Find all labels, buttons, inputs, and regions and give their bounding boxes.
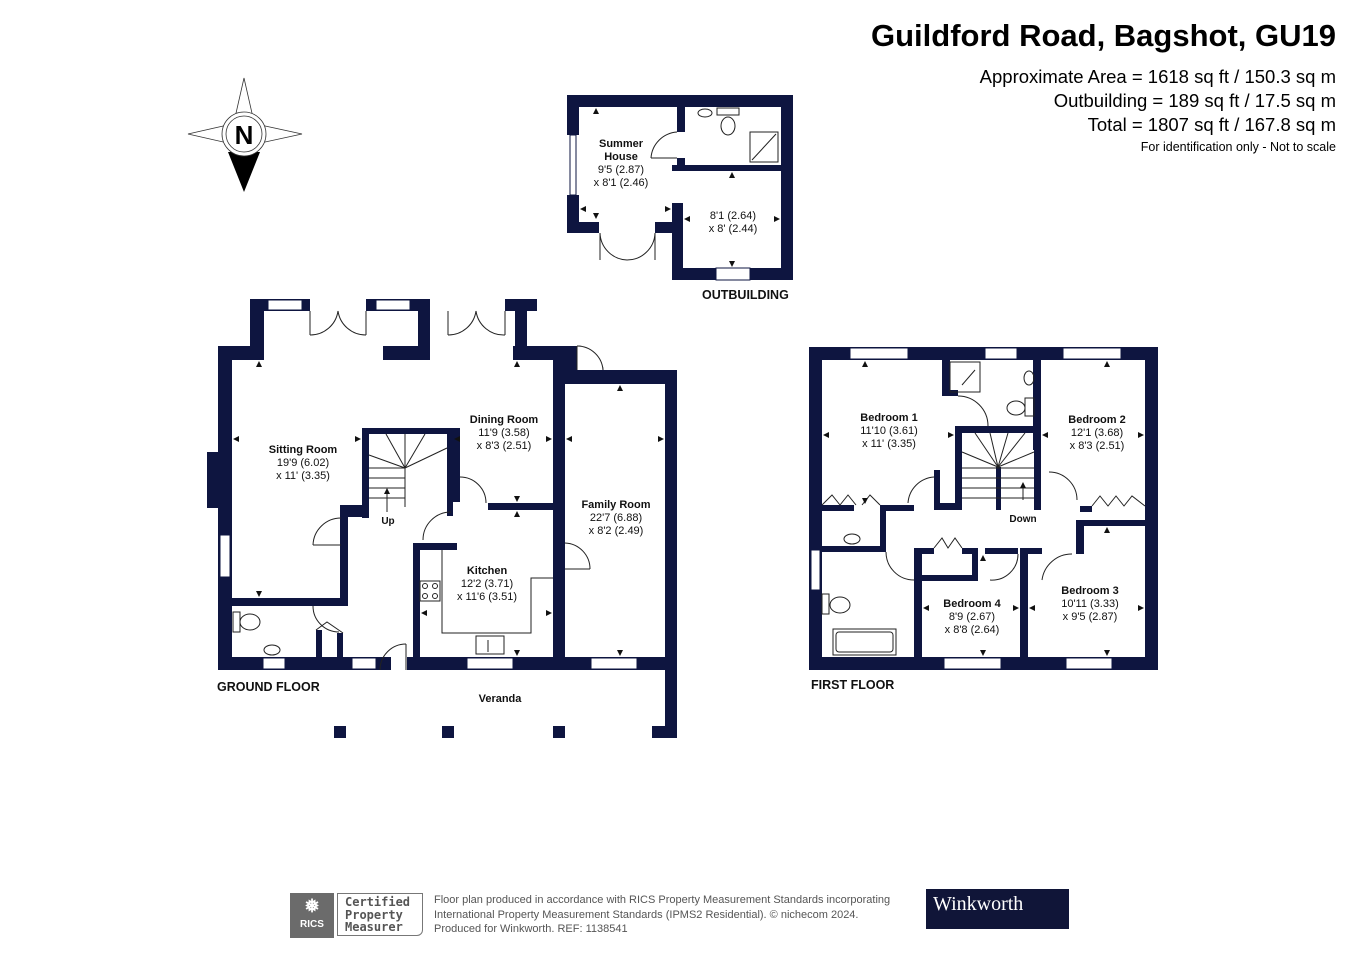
room-name: Dining Room	[470, 414, 539, 426]
certified-measurer-badge: Certified Property Measurer	[337, 893, 423, 936]
room-dimensions: x 8'1 (2.46)	[594, 177, 649, 189]
room-dimensions: 11'10 (3.61)	[860, 425, 918, 437]
scale-disclaimer: For identification only - Not to scale	[1140, 140, 1336, 154]
room-dimensions: 8'9 (2.67)	[949, 611, 995, 623]
room-name: Bedroom 4	[943, 598, 1001, 610]
room-dimensions: x 11' (3.35)	[276, 470, 330, 482]
legal-line: Produced for Winkworth. REF: 1138541	[434, 923, 628, 935]
rics-logo: ❅ RICS	[290, 893, 334, 938]
room-dimensions: x 8'3 (2.51)	[1070, 440, 1125, 452]
floor-label: GROUND FLOOR	[217, 680, 320, 694]
room-name: Family Room	[581, 499, 650, 511]
room-dimensions: 12'1 (3.68)	[1071, 427, 1123, 439]
room-dimensions: 12'2 (3.71)	[461, 578, 513, 590]
legal-line: International Property Measurement Stand…	[434, 908, 859, 921]
property-title: Guildford Road, Bagshot, GU19	[870, 18, 1336, 53]
ground-floor-plan: Up	[207, 299, 677, 738]
north-compass-icon: N	[187, 77, 303, 192]
approx-area: Approximate Area = 1618 sq ft / 150.3 sq…	[979, 66, 1336, 87]
room-name: House	[604, 151, 638, 163]
certified-line: Measurer	[345, 920, 403, 934]
outbuilding-area: Outbuilding = 189 sq ft / 17.5 sq m	[1053, 90, 1336, 111]
outbuilding-plan: Summer House 9'5 (2.87) x 8'1 (2.46) 8'1…	[567, 95, 793, 302]
room-dimensions: 8'1 (2.64)	[710, 210, 756, 222]
room-dimensions: 11'9 (3.58)	[478, 427, 529, 439]
room-dimensions: x 8'2 (2.49)	[589, 525, 644, 537]
rics-lion-icon: ❅	[304, 896, 320, 916]
room-name: Summer	[599, 138, 644, 150]
room-name: Kitchen	[467, 565, 508, 577]
stairs-label: Up	[381, 516, 394, 527]
certified-line: Certified	[345, 895, 411, 909]
room-dimensions: x 8'3 (2.51)	[477, 440, 532, 452]
room-dimensions: x 8' (2.44)	[709, 223, 758, 235]
compass-letter: N	[235, 120, 254, 150]
total-area: Total = 1807 sq ft / 167.8 sq m	[1087, 114, 1336, 135]
legal-line: Floor plan produced in accordance with R…	[434, 894, 891, 906]
room-dimensions: x 11' (3.35)	[862, 438, 916, 450]
room-name: Sitting Room	[269, 444, 338, 456]
room-dimensions: x 11'6 (3.51)	[457, 591, 517, 603]
room-name: Bedroom 2	[1068, 414, 1125, 426]
winkworth-logo: Winkworth	[926, 889, 1069, 929]
room-name: Bedroom 1	[860, 412, 917, 424]
room-dimensions: 10'11 (3.33)	[1061, 598, 1119, 610]
room-dimensions: 19'9 (6.02)	[277, 457, 329, 469]
rics-label: RICS	[300, 919, 324, 930]
certified-line: Property	[345, 907, 403, 922]
room-dimensions: x 8'8 (2.64)	[945, 624, 1000, 636]
floor-label: FIRST FLOOR	[811, 678, 894, 692]
stairs-label: Down	[1009, 514, 1036, 525]
room-dimensions: x 9'5 (2.87)	[1063, 611, 1118, 623]
veranda-label: Veranda	[479, 693, 523, 705]
room-dimensions: 22'7 (6.88)	[590, 512, 642, 524]
floor-label: OUTBUILDING	[702, 288, 789, 302]
first-floor-plan: Down	[809, 347, 1158, 692]
legal-notice: Floor plan produced in accordance with R…	[434, 893, 890, 937]
room-name: Bedroom 3	[1061, 585, 1118, 597]
room-dimensions: 9'5 (2.87)	[598, 164, 644, 176]
